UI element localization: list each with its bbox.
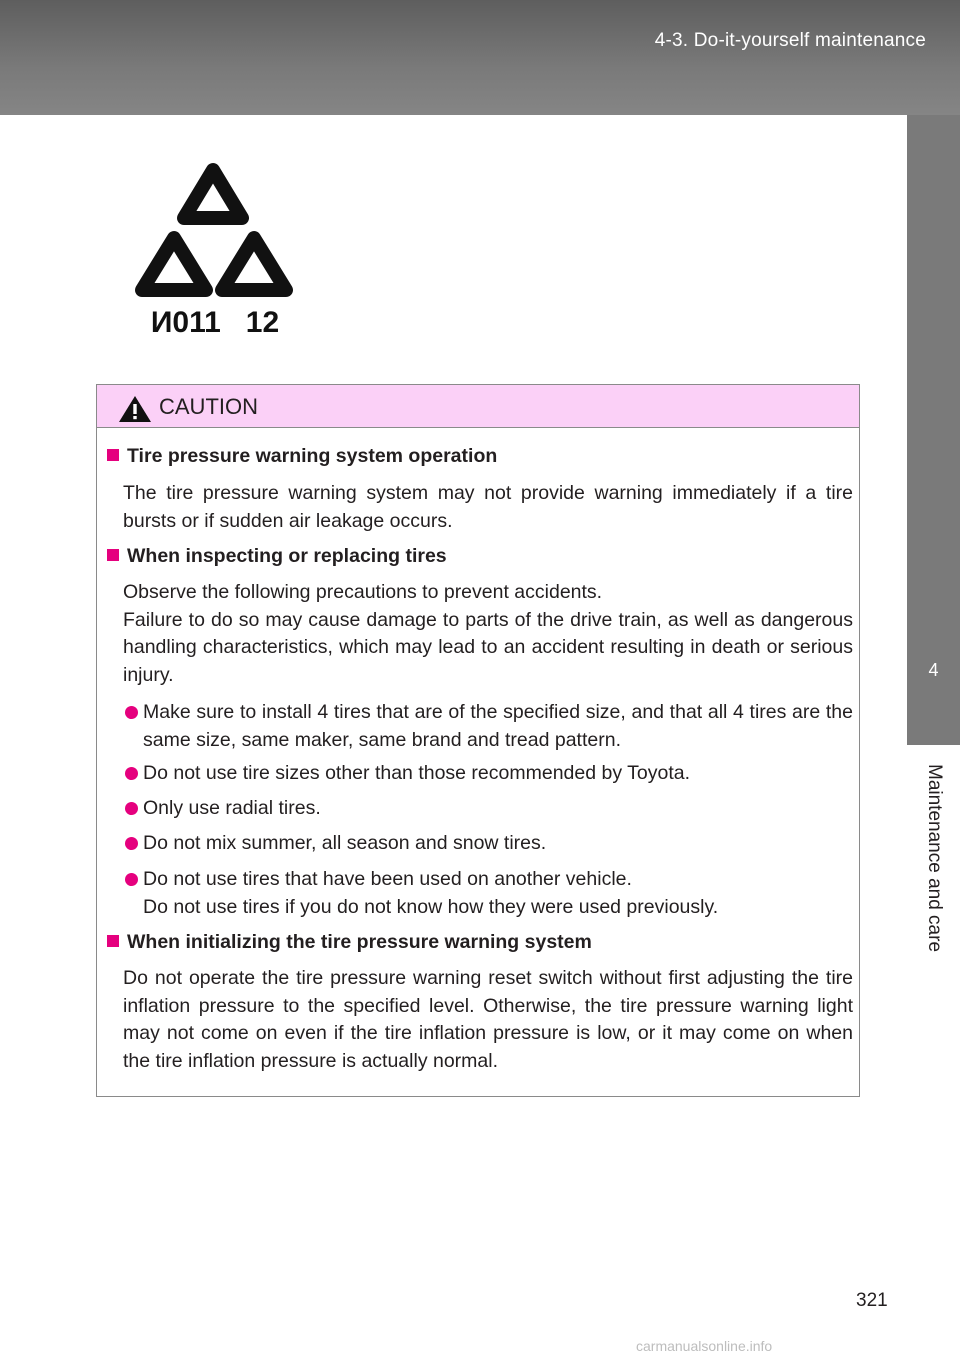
watermark: carmanualsonline.info	[636, 1338, 773, 1354]
square-bullet-icon	[107, 449, 119, 461]
bullet-dot-icon	[125, 837, 138, 850]
tire-wear-indicator-mark: И011 12	[135, 163, 293, 339]
bullet-dot-icon	[125, 706, 138, 719]
square-bullet-icon	[107, 549, 119, 561]
list-item: Do not use tires that have been used on …	[123, 865, 853, 921]
tab-divider	[907, 745, 960, 751]
bullet-dot-icon	[125, 873, 138, 886]
caution-box: CAUTION Tire pressure warning system ope…	[96, 384, 860, 1097]
list-item: Make sure to install 4 tires that are of…	[123, 698, 853, 754]
caution-header: CAUTION	[97, 385, 859, 428]
list-item: Do not mix summer, all season and snow t…	[123, 829, 853, 857]
section-paragraph: Do not operate the tire pressure warning…	[123, 967, 853, 1072]
warning-triangle-icon	[119, 396, 151, 422]
square-bullet-icon	[107, 935, 119, 947]
section-heading: When inspecting or replacing tires	[107, 545, 447, 568]
bullet-dot-icon	[125, 802, 138, 815]
section-heading: When initializing the tire pressure warn…	[107, 931, 592, 954]
caution-title: CAUTION	[159, 394, 258, 419]
chapter-label: Maintenance and care	[924, 763, 945, 953]
section-heading: Tire pressure warning system operation	[107, 445, 497, 468]
section-title: 4-3. Do-it-yourself maintenance	[654, 30, 926, 51]
section-paragraph: The tire pressure warning system may not…	[123, 482, 853, 532]
list-item: Do not use tire sizes other than those r…	[123, 759, 853, 787]
page-number: 321	[856, 1290, 888, 1311]
bullet-dot-icon	[125, 767, 138, 780]
chapter-number: 4	[928, 660, 939, 680]
list-item: Only use radial tires.	[123, 794, 853, 822]
tire-mark-code: И011 12	[151, 306, 279, 339]
section-paragraph: Observe the following precautions to pre…	[123, 581, 853, 686]
chapter-tab	[907, 115, 960, 745]
header-bar: 4-3. Do-it-yourself maintenance	[0, 0, 960, 115]
